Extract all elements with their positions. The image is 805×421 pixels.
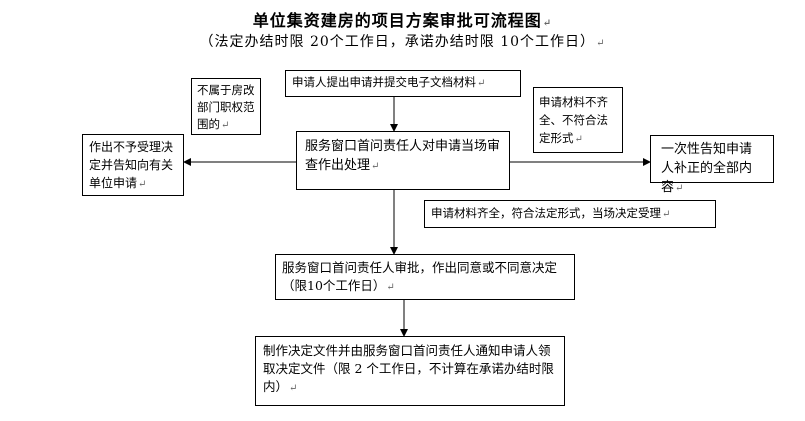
page-title: 单位集资建房的项目方案审批可流程图↵ <box>252 11 553 30</box>
materials-complete-box: 申请材料齐全，符合法定形式，当场决定受理↵ <box>424 200 716 228</box>
issue-decision-box: 制作决定文件并由服务窗口首问责任人通知申请人领取决定文件（限 2 个工作日，不计… <box>255 336 565 406</box>
page-subtitle: （法定办结时限 20个工作日，承诺办结时限 10个工作日）↵ <box>199 34 606 50</box>
reject-box: 作出不予受理决定并告知向有关单位申请↵ <box>82 134 184 196</box>
window-review-box: 服务窗口首问责任人对申请当场审查作出处理↵ <box>296 131 510 190</box>
notify-supplement-box: 一次性告知申请人补正的全部内容↵ <box>650 135 774 195</box>
not-in-scope-box: 不属于房改部门职权范围的↵ <box>191 78 261 135</box>
apply-box: 申请人提出申请并提交电子文档材料↵ <box>285 70 521 97</box>
incomplete-materials-box: 申请材料不齐全、不符合法定形式↵ <box>533 87 623 153</box>
approve-box: 服务窗口首问责任人审批，作出同意或不同意决定（限10个工作日）↵ <box>275 254 575 300</box>
